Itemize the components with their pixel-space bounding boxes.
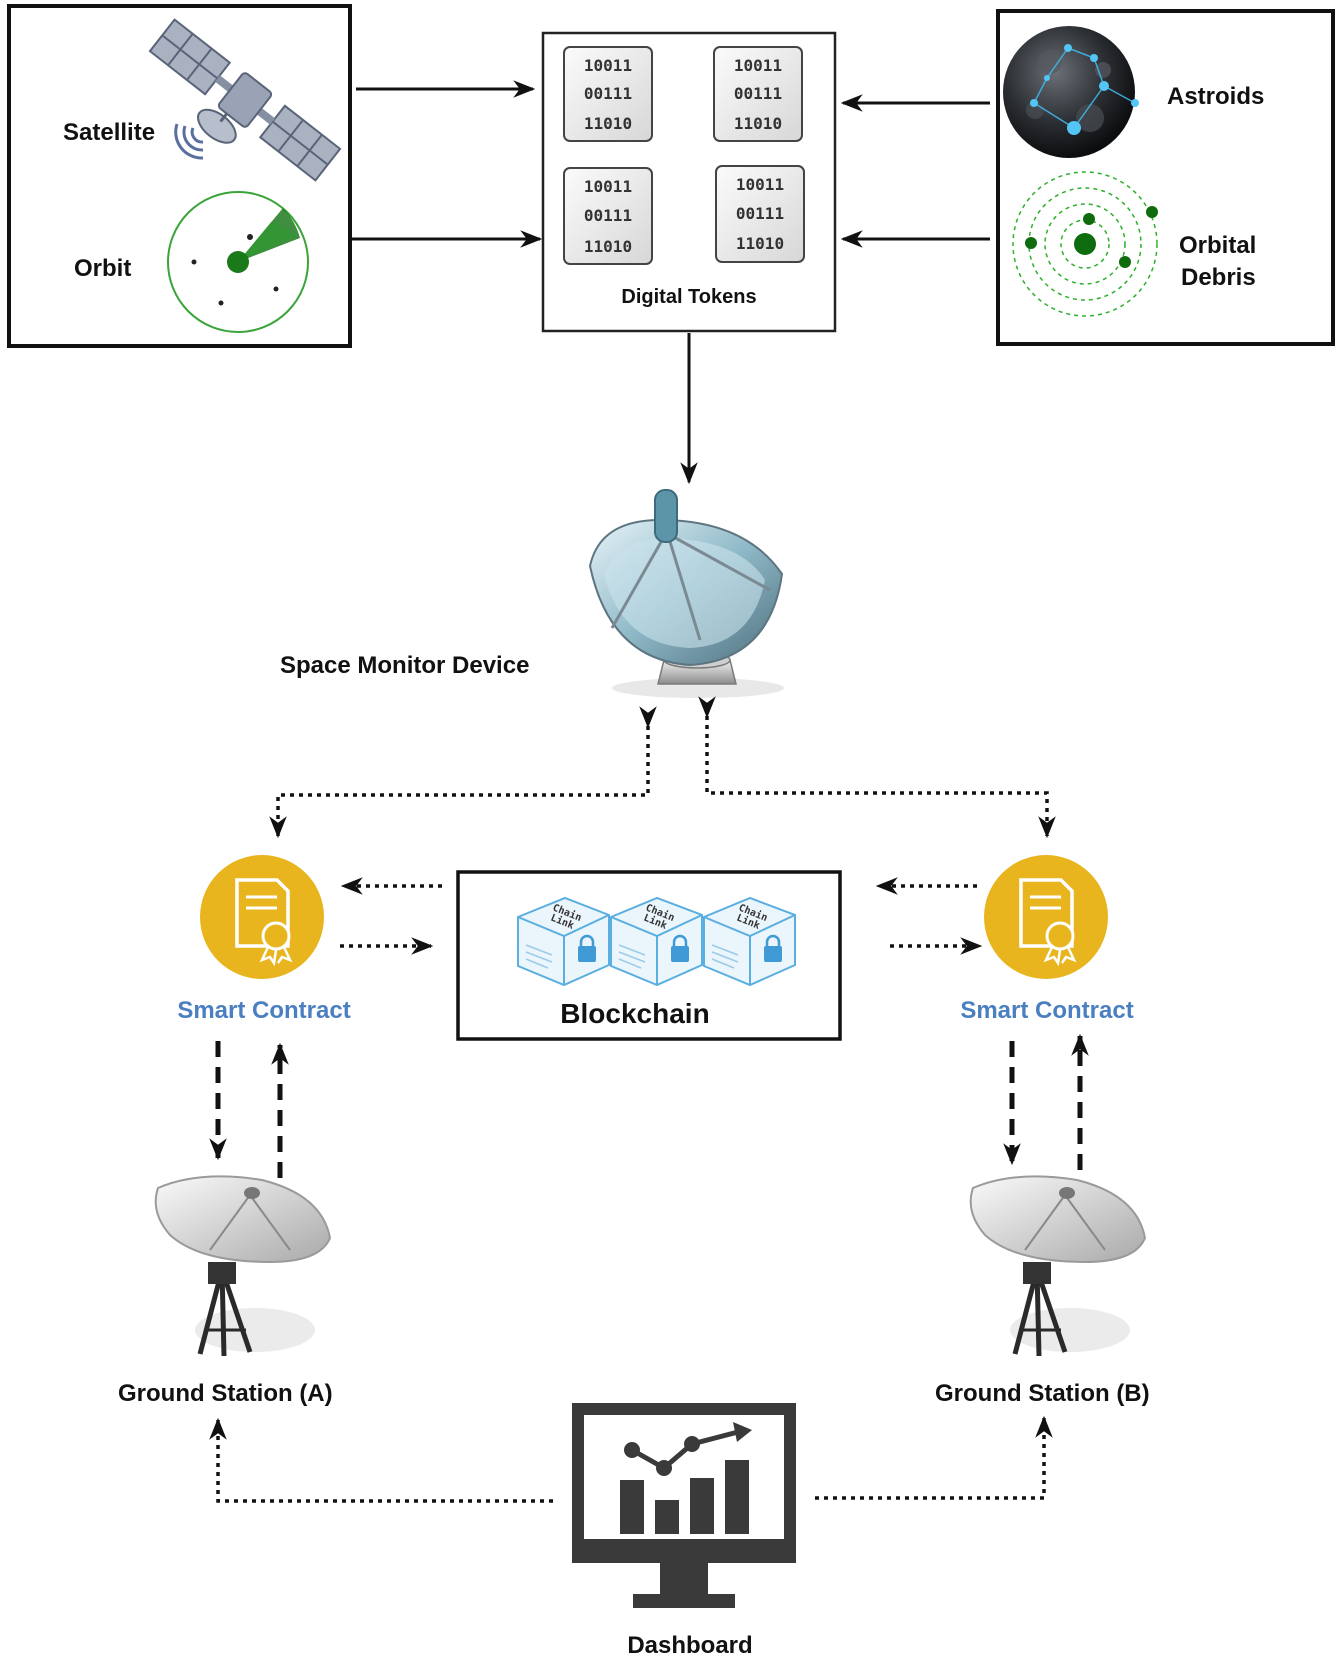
token-chip-3: 10011 00111 11010: [563, 167, 653, 265]
orbit-label: Orbit: [74, 255, 131, 282]
blockchain-box: Chain Link Chain Link Chain Link Blockch…: [456, 870, 842, 1041]
chain-cubes-icon: Chain Link Chain Link Chain Link: [517, 896, 796, 987]
asteroid-icon: [1003, 26, 1139, 158]
ground-station-a-label: Ground Station (A): [118, 1380, 333, 1407]
token-row: 00111: [734, 84, 782, 103]
dotted-arrow-dashboard-to-station-b: [815, 1415, 1053, 1500]
smart-contract-b-icon: [984, 855, 1108, 979]
orbital-debris-label-line2: Debris: [1181, 264, 1256, 291]
chain-cube: [703, 896, 796, 987]
orbital-debris-label-line1: Orbital: [1179, 232, 1256, 259]
token-row: 11010: [734, 114, 782, 133]
right-source-box: Astroids Orbital Debris: [996, 9, 1335, 346]
asteroids-label: Astroids: [1167, 83, 1264, 110]
ground-station-b-icon: [969, 1175, 1147, 1357]
dotted-arrow-dashboard-to-station-a: [209, 1417, 553, 1503]
token-chip-1: 10011 00111 11010: [563, 46, 653, 142]
token-chip-4: 10011 00111 11010: [715, 165, 805, 263]
token-row: 00111: [584, 206, 632, 225]
dashboard-label: Dashboard: [627, 1632, 752, 1659]
token-row: 11010: [584, 114, 632, 133]
token-row: 10011: [734, 56, 782, 75]
token-row: 00111: [736, 204, 784, 223]
dashboard-icon: [572, 1403, 796, 1608]
satellite-label: Satellite: [63, 119, 155, 146]
smart-contract-a-label: Smart Contract: [177, 997, 350, 1024]
ground-station-b-label: Ground Station (B): [935, 1380, 1150, 1407]
space-monitor-device-icon: [588, 489, 784, 698]
token-row: 10011: [736, 175, 784, 194]
satellite-icon: [148, 18, 342, 182]
token-chip-2: 10011 00111 11010: [713, 46, 803, 142]
space-monitor-label: Space Monitor Device: [280, 652, 529, 679]
smart-contract-b-label: Smart Contract: [960, 997, 1133, 1024]
smart-contract-a-icon: [200, 855, 324, 979]
token-row: 10011: [584, 56, 632, 75]
chain-cube: [610, 896, 703, 987]
dotted-link-monitor-to-contract-a: [269, 706, 657, 839]
token-row: 00111: [584, 84, 632, 103]
chain-cube: [517, 896, 610, 987]
token-row: 10011: [584, 177, 632, 196]
token-row: 11010: [584, 237, 632, 256]
digital-tokens-label: Digital Tokens: [621, 286, 756, 308]
signal-waves-icon: [174, 123, 204, 160]
radar-orbit-icon: [167, 191, 309, 333]
ground-station-a-icon: [154, 1175, 332, 1357]
blockchain-label: Blockchain: [560, 998, 709, 1029]
orbital-debris-icon: [1012, 171, 1158, 317]
token-row: 11010: [736, 234, 784, 253]
dotted-link-monitor-to-contract-b: [698, 696, 1056, 839]
left-source-box: Satellite Orbit: [7, 4, 352, 348]
digital-tokens-box: 10011 00111 11010 10011 00111 11010 1001…: [541, 31, 837, 333]
